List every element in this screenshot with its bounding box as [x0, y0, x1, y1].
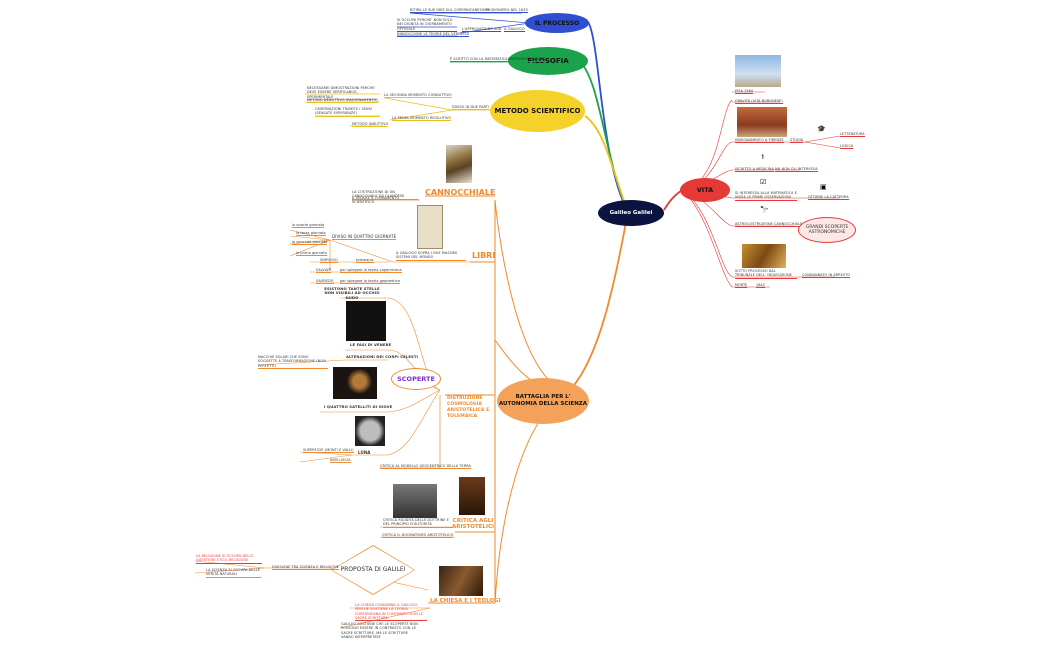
processo-item-6: RINNOCCIONE LE TEORIE DEL VERDELLE: [397, 32, 470, 38]
metodo-item-7: METODO INDUTTIVO: [352, 122, 389, 128]
processo-item-2: PRIGIONIERO NEL 1633: [486, 8, 528, 14]
chiesa-item-divisione: DIVISIONE TRA SCIENZA E RELIGIONE: [272, 565, 339, 571]
metodo-item-4: DIVISO IN DUE PARTI: [452, 105, 489, 111]
telescope-image: [446, 145, 472, 183]
node-vita[interactable]: VITA: [680, 178, 730, 202]
critica-item-1: CRITICA RIGIDITÀ DELLE DOTTRINE E DEL PR…: [383, 518, 453, 528]
inquisition-painting-image: [742, 244, 786, 268]
scoperte-item-critica-geo: CRITICA AL MODELLO GEOCENTRICO DELLA TER…: [380, 464, 471, 470]
chiesa-item-galileo: GALILEO SOSTIENE CHE LE SCOPERTE NON POS…: [341, 622, 418, 639]
processo-item-4: L'APPROVAZIONE SUA: [462, 27, 502, 33]
metodo-item-2: LA SECONDA MOMENTO CONDUTTIVO: [384, 93, 452, 99]
telescope-icon: 🔭: [760, 206, 769, 214]
scoperte-item-alterazioni: ALTERAZIONI DEI CORPI CELESTI: [346, 354, 419, 359]
cannocchiale-item-2: A VEDERE IL FIRMAMENTO SCIENTIFICO: [352, 196, 400, 205]
scoperte-item-superficie: SUPERFICIE (MONTI E VALLI): [303, 448, 354, 454]
chiesa-label: LA CHIESA E I TEOLOGI: [430, 598, 501, 604]
critica-label: CRITICA AGLI ARISTOTELICI: [452, 518, 495, 530]
scoperte-item-stelle: ESISTONO TANTE STELLE NON VISIBILI AD OC…: [324, 286, 380, 300]
libri-label: LIBRI: [472, 251, 496, 260]
metodo-item-6: LA PRIMA MOMENTO RISOLUTIVO: [392, 116, 452, 122]
scoperte-item-satelliti: I QUATTRO SATELLITI DI GIOVE: [324, 404, 393, 409]
critica-item-2: CRITICA IL DOGMATISMO ARISTOTELICO: [382, 533, 454, 539]
scoperte-item-macchie: MACCHIE SOLARI CHE SONO SOGGETTE A TRASF…: [258, 355, 328, 369]
aristotle-portrait-image: [459, 477, 485, 515]
aristotle-statue-image: [393, 484, 437, 518]
jupiter-moons-image: [333, 367, 377, 399]
vita-item-gravita: GRAVITÀ (VITA BORGHESE): [735, 99, 783, 105]
libri-item-sagredo: SAGREDO: [316, 279, 334, 285]
filosofia-item-1: È SCRITTO CON LA MATEMATICA(MATEMATICAME…: [450, 57, 546, 63]
libri-item-tolemaico: tolemaico: [356, 258, 374, 264]
metodo-item-1: NECESSARIE DIMOSTRAZIONI PERCHE' DEVE ES…: [307, 86, 377, 100]
cannocchiale-label: CANNOCCHIALE: [425, 188, 496, 197]
vita-item-studia: STUDIA: [790, 138, 804, 144]
chiesa-item-religione: LA RELIGIONE SI OCCUPA DELLE QUESTIONI E…: [196, 554, 262, 564]
vita-item-logica: LOGICA: [840, 144, 854, 150]
libri-item-dialogo: IL DIALOGO SOPRA I DUE MASSIMI SISTEMI D…: [396, 251, 466, 261]
vita-item-matematica: SI INTERESSA ALLA MATEMATICA E INIZIA LE…: [735, 191, 797, 201]
vita-item-non-interessa: MA NON GLI INTERESSA: [775, 167, 818, 173]
scoperte-item-fasi-venere: LE FASI DI VENERE: [350, 342, 392, 347]
libri-item-q1: la prima giornata: [296, 251, 327, 257]
libri-item-q3: la terza giornata: [296, 231, 326, 237]
pisa-tower-image: [735, 55, 781, 87]
processo-item-5: IL DIALOGO: [504, 27, 525, 33]
libri-item-q4: la quarta giornata: [292, 223, 325, 229]
graduation-cap-icon: 🎓: [817, 125, 826, 133]
libri-item-geometrica: per spiegare la teoria geometrica: [340, 279, 401, 285]
moon-image: [355, 416, 385, 446]
vita-item-morte: MORTE: [735, 283, 748, 289]
checklist-icon: ☑: [760, 178, 767, 186]
node-battaglia[interactable]: BATTAGLIA PER L' AUTONOMIA DELLA SCIENZA: [497, 378, 589, 424]
medicine-icon: ⚕: [761, 153, 765, 161]
vita-item-medicina: ISCRITTO A MEDICINA: [735, 167, 774, 173]
node-filosofia[interactable]: FILOSOFIA: [508, 47, 588, 75]
church-painting-image: [439, 566, 483, 596]
node-grandi-scoperte[interactable]: GRANDI SCOPERTE ASTRONOMICHE: [798, 217, 856, 243]
metodo-item-5: OSSERVAZIONI TRAMITE I SENSI (SENSATE ES…: [315, 107, 380, 117]
florence-image: [737, 107, 787, 137]
book-image: [417, 205, 443, 249]
venus-phases-image: [346, 301, 386, 341]
vita-item-pisa: PISA 1564: [735, 89, 754, 95]
scoperte-item-non-liscia: NON LISCIA: [330, 458, 351, 464]
chiesa-item-condanna: LA CHIESA CONDANNA IL DIALOGO PERCHÉ SOS…: [355, 603, 427, 622]
node-scoperte[interactable]: SCOPERTE: [391, 368, 441, 390]
distruzione-label: DISTRUZIONE COSMOLOGIA ARISTOTELICA E TO…: [447, 396, 490, 419]
node-il-processo[interactable]: IL PROCESSO: [525, 13, 589, 33]
vita-item-processo: SOTTO PROCESSO DAL TRIBUNALE DELL' INQUI…: [735, 269, 797, 279]
metodo-item-3: METODO DEDUTTIVO (RAGIONAMENTO): [307, 98, 378, 104]
processo-item-3: SI OCCUPA PERCHE' NON SOLO NEI DIGNITÀ I…: [397, 18, 457, 32]
vita-item-condannato: CONDANNATO IN ARRESTO: [802, 273, 851, 279]
vita-item-cannocchiale: ASTROCOSTRUZIONE CANNOCCHIALE: [735, 222, 803, 228]
libri-item-simplicio: SIMPLICIO: [320, 258, 338, 264]
libri-item-copernicana: per spiegare la teoria copernicana: [340, 268, 402, 274]
scoperte-item-luna: LUNA: [358, 450, 371, 455]
vita-item-letteratura: LETTERATURA: [840, 132, 865, 138]
vita-item-cattedra: OTTIENE LA CATTEDRA: [808, 195, 849, 201]
chiesa-item-scienza: LA SCIENZA SI OCCUPA DELLE VERITÀ NATURA…: [206, 568, 261, 578]
processo-item-1: RITIRA LE SUE IDEE SUL COPERNICANESIMO: [410, 8, 520, 14]
vita-item-insegnamento: INSEGNAMENTO A FIRENZE: [735, 138, 784, 144]
libri-item-q2: la seconda giornata: [292, 240, 328, 246]
vita-item-anno-morte: 1642: [756, 283, 766, 289]
cannocchiale-item-1: LA COSTRUZIONE DI UN CANOCCHIALE DA OLAN…: [352, 190, 418, 200]
node-metodo-scientifico[interactable]: METODO SCIENTIFICO: [490, 90, 585, 132]
central-node[interactable]: Galileo Galilei: [598, 200, 664, 226]
libri-item-salviati: SALVIATI: [316, 268, 332, 274]
chalkboard-icon: ▣: [820, 183, 827, 191]
libri-item-giornate: DIVISO IN QUATTRO GIORNATE: [332, 234, 397, 241]
